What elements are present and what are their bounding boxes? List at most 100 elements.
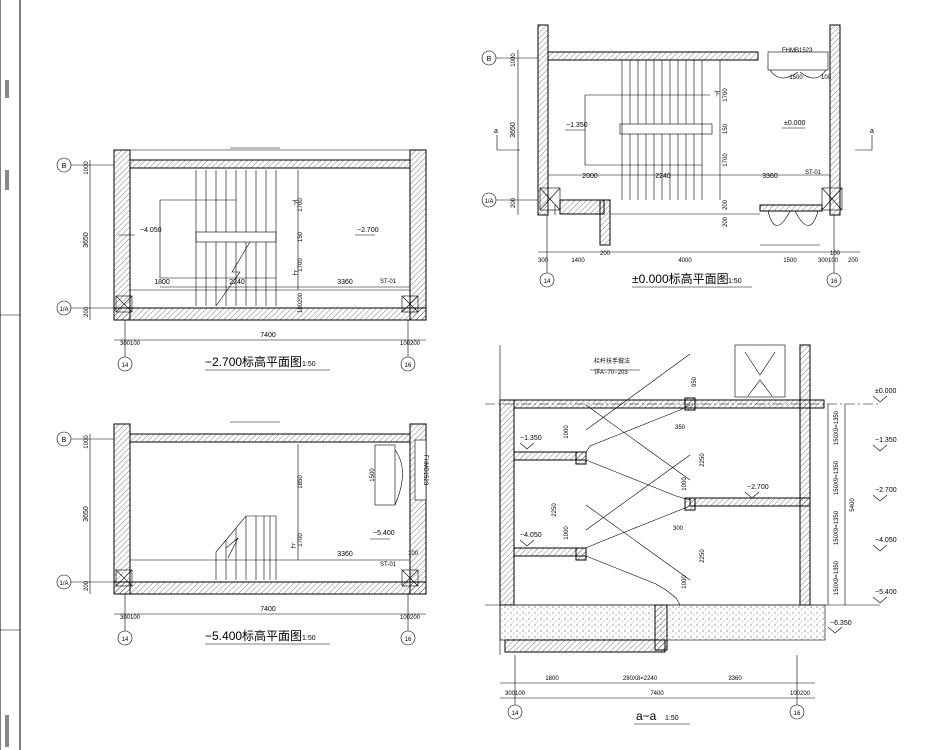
dim-300100: 300100 xyxy=(505,691,526,697)
level-6350: −6.350 xyxy=(830,620,852,627)
plan-minus-5400: B 1/A 14 16 3650 1000 200 7400 300100 10… xyxy=(56,421,428,646)
dim-width: 7400 xyxy=(260,606,276,613)
dim-bottom-left: 300100 xyxy=(120,615,141,621)
dim-100200: 100200 xyxy=(790,691,811,697)
dim-width: 7400 xyxy=(260,332,276,339)
section-mark-left: a xyxy=(494,128,498,135)
dim-3360: 3360 xyxy=(762,173,778,180)
label-st: ST-01 xyxy=(380,279,397,285)
dim-2250c: 2250 xyxy=(700,549,706,563)
dim-1800: 1800 xyxy=(545,676,559,682)
dim-7400: 7400 xyxy=(650,691,664,697)
dim-200v: 200 xyxy=(723,199,729,210)
axis-right-label: 16 xyxy=(831,279,838,285)
dim-1850: 1850 xyxy=(298,475,304,489)
dim-height: 3650 xyxy=(83,232,90,248)
axis-bottom-label: 1/A xyxy=(59,307,68,313)
axis-left-label: 14 xyxy=(122,637,129,643)
label-up: 上 xyxy=(290,542,296,550)
dim-height: 3650 xyxy=(510,122,517,138)
railing-note-2: 详A−70−203 xyxy=(594,368,628,376)
dim-200: 200 xyxy=(600,251,611,257)
level-0000: ±0.000 xyxy=(875,388,896,395)
plan-minus-2700: B 1/A 14 16 3650 1000 200 7400 300100 10… xyxy=(56,147,427,372)
dim-stair-run: 2240 xyxy=(229,279,245,286)
axis-bottom-label: 1/A xyxy=(59,581,68,587)
stair-treads xyxy=(215,515,277,580)
dim-100: 100 xyxy=(408,551,419,557)
dim-stair-len1: 1800 xyxy=(154,279,170,286)
level-1350: −1.350 xyxy=(875,437,897,444)
axis-right-label: 16 xyxy=(405,363,412,369)
dim-total: 5400 xyxy=(850,498,856,512)
door-label: FHMB1523 xyxy=(782,48,813,54)
dim-1500: 1500 xyxy=(370,468,376,482)
dim-200r: 200 xyxy=(848,258,859,264)
dim-left-top: 1000 xyxy=(84,435,90,449)
plan-0000: B 1/A 14 16 3650 1000 200 a a FHMB1523 1… xyxy=(481,24,874,288)
plan-title: ±0.000标高平面图 xyxy=(632,271,729,286)
dim-1000e: 1000 xyxy=(682,575,688,589)
section-title: a−a xyxy=(636,709,657,723)
railing-note-1: 栏杆扶手做法 xyxy=(594,357,630,365)
axis-left-label: 14 xyxy=(122,363,129,369)
dim-100r: 100 xyxy=(830,251,841,257)
plan-title: −5.400标高平面图 xyxy=(205,628,302,643)
dim-350: 350 xyxy=(675,425,686,431)
plan-scale: 1:50 xyxy=(728,278,742,285)
dim-left-top: 1000 xyxy=(511,53,517,67)
stair-treads xyxy=(584,60,713,200)
dim-riser1: 150X9=1350 xyxy=(834,410,840,445)
dim-100-top: 100 xyxy=(821,75,832,81)
level-right: ±0.000 xyxy=(784,120,805,127)
axis-bottom-label: 1/A xyxy=(484,199,493,205)
dim-950: 950 xyxy=(692,376,698,387)
stair-flights xyxy=(585,353,691,606)
axis-top-label: B xyxy=(487,56,492,63)
label-down: 下 xyxy=(714,91,720,98)
dim-stair-len2: 3360 xyxy=(337,279,353,286)
stair-treads xyxy=(159,170,277,307)
title-strip xyxy=(0,0,21,750)
dim-v150: 150 xyxy=(298,231,304,242)
level-5400: −5.400 xyxy=(875,589,897,596)
plan-scale: 1:50 xyxy=(302,635,316,642)
dim-bottom-right: 100200 xyxy=(400,341,421,347)
dim-3360: 3360 xyxy=(728,676,742,682)
axis-top-label: B xyxy=(62,437,67,444)
level-right: −2.700 xyxy=(357,227,379,234)
label-st: ST-01 xyxy=(805,170,822,176)
door-label: FHMB1523 xyxy=(422,455,428,486)
level: −5.400 xyxy=(373,530,395,537)
dim-1000c: 1000 xyxy=(564,526,570,540)
plan-title: −2.700标高平面图 xyxy=(205,354,302,369)
level-mid-2700: −2.700 xyxy=(747,484,769,491)
section-scale: 1:50 xyxy=(665,715,679,722)
dim-height: 3650 xyxy=(83,506,90,522)
axis-right-label: 16 xyxy=(794,711,801,717)
dim-1000b: 1000 xyxy=(682,477,688,491)
dim-2250b: 2250 xyxy=(552,503,558,517)
dim-1400: 1400 xyxy=(571,258,585,264)
level-left-4050: −4.050 xyxy=(520,532,542,539)
dim-riser4: 150X9=1350 xyxy=(834,560,840,595)
plan-scale: 1:50 xyxy=(302,361,316,368)
dim-1000a: 1000 xyxy=(564,425,570,439)
section-a-a: 栏杆扶手做法 详A−70−203 950 350 1000 2250 1000 … xyxy=(485,344,897,725)
level-4050: −4.050 xyxy=(875,537,897,544)
dim-3360: 3360 xyxy=(337,551,353,558)
label-st: ST-01 xyxy=(380,562,397,568)
dim-1500-top: 1500 xyxy=(789,75,803,81)
axis-top-label: B xyxy=(62,163,67,170)
dim-300100: 300100 xyxy=(818,258,839,264)
dim-v1700a: 1700 xyxy=(298,198,304,212)
dim-4000: 4000 xyxy=(678,258,692,264)
section-mark-right: a xyxy=(870,128,874,135)
dim-left-bottom: 200 xyxy=(84,306,90,317)
dim-bottom-right: 100200 xyxy=(400,615,421,621)
level-left: −4.050 xyxy=(140,227,162,234)
dim-run: 280X8=2240 xyxy=(623,676,658,682)
dim-left-bottom: 200 xyxy=(511,197,517,208)
dim-v1700b: 1700 xyxy=(298,258,304,272)
dim-riser3: 150X9=1350 xyxy=(834,510,840,545)
